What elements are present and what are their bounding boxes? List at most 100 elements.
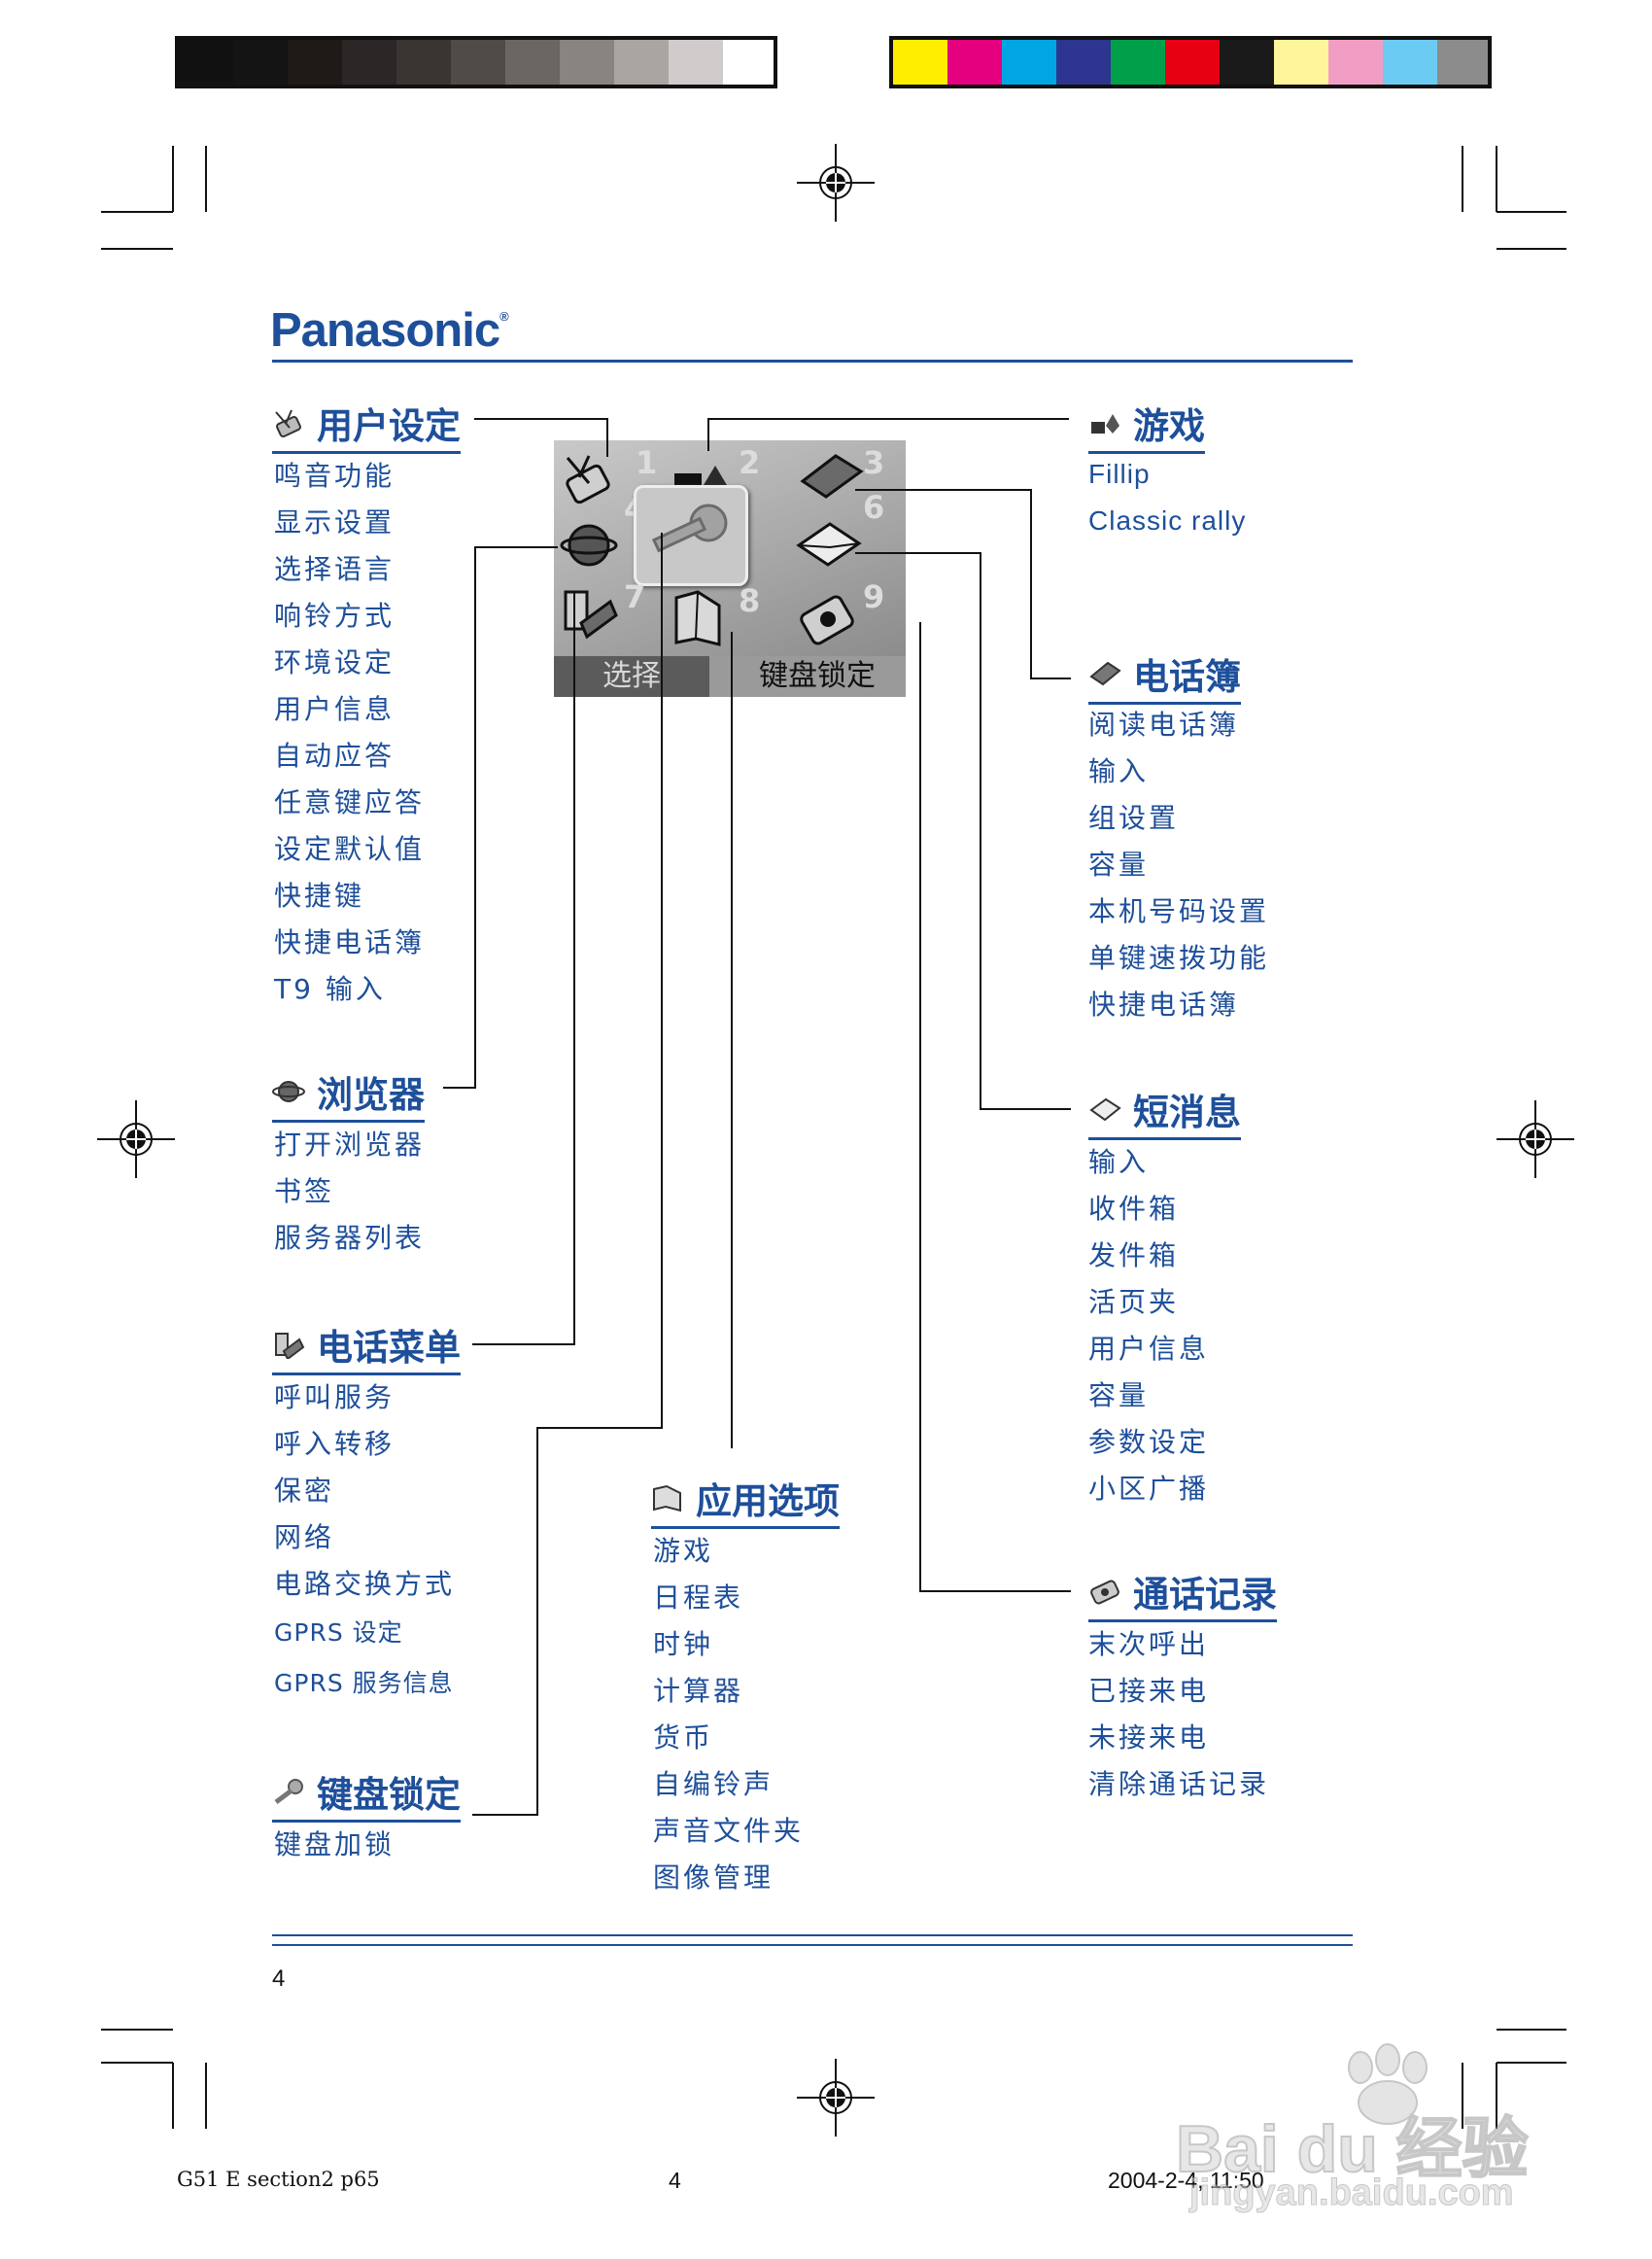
leader-user-settings: [606, 418, 608, 457]
list-item: GPRS 设定: [274, 1608, 455, 1658]
list-item: 打开浏览器: [274, 1122, 425, 1168]
leader-browser: [474, 546, 558, 548]
list-item: 服务器列表: [274, 1215, 425, 1262]
menu-number: 2: [739, 444, 760, 481]
list-item: 未接来电: [1088, 1715, 1269, 1761]
list-item: 环境设定: [274, 640, 425, 686]
call-log-list: 末次呼出 已接来电 未接来电 清除通话记录: [1088, 1621, 1269, 1808]
list-item: 本机号码设置: [1088, 888, 1269, 935]
menu-number: 9: [863, 578, 884, 615]
leader-key-lock: [472, 1814, 538, 1816]
messages-icon: [795, 518, 863, 571]
list-item: 已接来电: [1088, 1668, 1269, 1715]
header-rule: [272, 360, 1353, 363]
list-item: 电路交换方式: [274, 1561, 455, 1608]
leader-browser: [474, 546, 476, 1089]
softkey-left: 选择: [554, 656, 709, 697]
menu-number: 6: [863, 489, 884, 526]
call-menu-list: 呼叫服务 呼入转移 保密 网络 电路交换方式 GPRS 设定 GPRS 服务信息: [274, 1374, 455, 1709]
list-item: 键盘加锁: [274, 1822, 395, 1868]
list-item: 选择语言: [274, 546, 425, 593]
list-item: 用户信息: [274, 686, 425, 733]
leader-phonebook: [1030, 678, 1071, 679]
footer-rule-top: [272, 1934, 1353, 1936]
list-item: 保密: [274, 1468, 455, 1514]
section-title-browser: 浏览器: [272, 1065, 425, 1123]
leader-call-log: [919, 622, 921, 1592]
browser-list: 打开浏览器 书签 服务器列表: [274, 1122, 425, 1262]
leader-applications: [731, 632, 733, 1448]
list-item: 收件箱: [1088, 1186, 1209, 1233]
leader-key-lock: [536, 1427, 663, 1429]
applications-icon: [671, 586, 729, 650]
page-number: 4: [272, 1965, 285, 1993]
list-item: 声音文件夹: [653, 1808, 804, 1855]
registration-mark-bottom: [797, 2059, 875, 2137]
leader-messages: [855, 552, 981, 554]
section-title-messages: 短消息: [1088, 1083, 1241, 1140]
call-menu-icon: [272, 1330, 305, 1359]
list-item: 图像管理: [653, 1855, 804, 1901]
leader-games: [707, 418, 1069, 420]
leader-browser: [443, 1087, 476, 1089]
list-item: 响铃方式: [274, 593, 425, 640]
leader-key-lock: [536, 1427, 538, 1816]
list-item: 显示设置: [274, 500, 425, 546]
section-title-key-lock: 键盘锁定: [272, 1765, 461, 1823]
list-item: 计算器: [653, 1668, 804, 1715]
list-item: 书签: [274, 1168, 425, 1215]
list-item: 鸣音功能: [274, 453, 425, 500]
key-icon: [272, 1777, 305, 1806]
list-item: 容量: [1088, 842, 1269, 888]
leader-games: [707, 418, 709, 451]
list-item: 游戏: [653, 1528, 804, 1575]
phonebook-list: 阅读电话簿 输入 组设置 容量 本机号码设置 单键速拨功能 快捷电话簿: [1088, 702, 1269, 1028]
key-lock-list: 键盘加锁: [274, 1822, 395, 1868]
list-item: 清除通话记录: [1088, 1761, 1269, 1808]
browser-icon: [560, 516, 618, 574]
list-item: 货币: [653, 1715, 804, 1761]
call-log-icon: [1088, 1577, 1121, 1606]
list-item: 发件箱: [1088, 1233, 1209, 1279]
call-menu-icon: [560, 584, 618, 648]
section-title-call-log: 通话记录: [1088, 1565, 1277, 1622]
games-list: Fillip Classic rally: [1088, 451, 1246, 544]
list-item: T9 输入: [274, 966, 425, 1013]
leader-messages: [980, 552, 981, 1110]
list-item: 自编铃声: [653, 1761, 804, 1808]
list-item: 日程表: [653, 1575, 804, 1621]
list-item: 阅读电话簿: [1088, 702, 1269, 748]
brand-logo: Panasonic®: [270, 303, 508, 358]
baidu-watermark: Bai du 经验 jingyan.baidu.com: [1176, 2027, 1584, 2221]
menu-number: 7: [624, 578, 645, 615]
menu-number: 1: [636, 444, 657, 481]
leader-key-lock: [661, 533, 663, 1427]
applications-list: 游戏 日程表 时钟 计算器 货币 自编铃声 声音文件夹 图像管理: [653, 1528, 804, 1901]
list-item: 活页夹: [1088, 1279, 1209, 1326]
browser-icon: [272, 1077, 305, 1106]
list-item: 容量: [1088, 1373, 1209, 1419]
leader-call-log: [919, 1590, 1071, 1592]
phonebook-icon: [797, 448, 865, 504]
list-item: 单键速拨功能: [1088, 935, 1269, 982]
list-item: 设定默认值: [274, 826, 425, 873]
list-item: 快捷键: [274, 873, 425, 920]
leader-phonebook: [1030, 489, 1032, 679]
leader-phonebook: [855, 489, 1032, 491]
games-icon: [1088, 408, 1121, 437]
leader-call-menu: [472, 1343, 575, 1345]
phone-menu-screen: 1 2 3 4 6 7 8 9 选择 键盘锁定: [554, 440, 906, 697]
list-item: 网络: [274, 1514, 455, 1561]
menu-number: 8: [739, 582, 760, 619]
section-title-user-settings: 用户设定: [272, 397, 461, 454]
list-item: 时钟: [653, 1621, 804, 1668]
folder-icon: [651, 1483, 684, 1512]
print-slug-file: G51 E section2 p65: [177, 2168, 380, 2191]
list-item: 快捷电话簿: [274, 920, 425, 966]
list-item: 末次呼出: [1088, 1621, 1269, 1668]
list-item: 呼叫服务: [274, 1374, 455, 1421]
list-item: 小区广播: [1088, 1466, 1209, 1512]
registration-mark-top: [797, 144, 875, 222]
call-log-icon: [795, 584, 863, 648]
